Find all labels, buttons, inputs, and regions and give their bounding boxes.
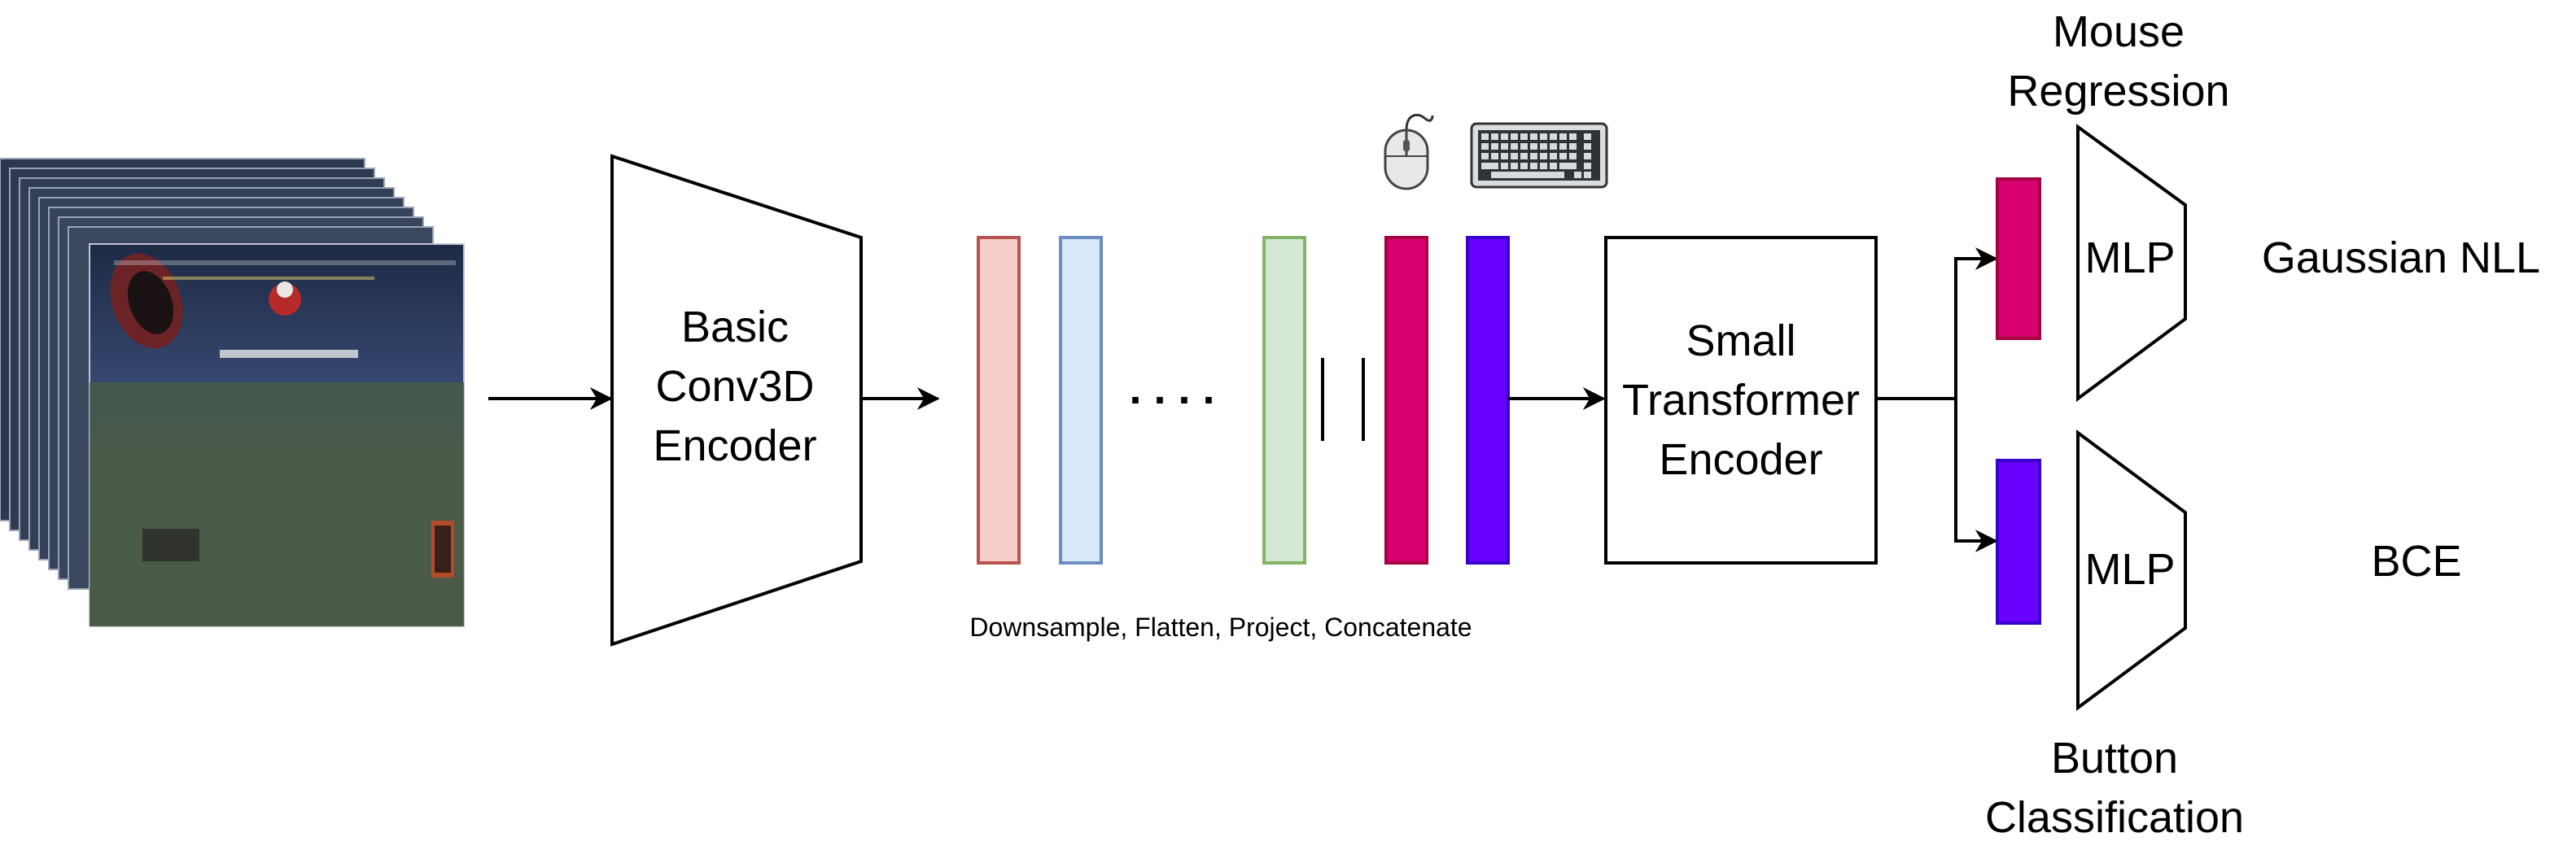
visual-token-blue (1059, 236, 1103, 565)
keyboard-token (1466, 236, 1510, 565)
mouse-icon (1384, 113, 1434, 190)
tokens-caption: Downsample, Flatten, Project, Concatenat… (969, 613, 1472, 642)
mouse-head-title-line-1: Mouse (2053, 7, 2185, 56)
encoder-label-line-1: Basic (681, 303, 789, 351)
mouse-mlp-block (2076, 124, 2187, 402)
conv3d-encoder-block (610, 154, 863, 647)
encoder-label-line-2: Conv3D (655, 362, 814, 411)
encoder-label-line-3: Encoder (653, 421, 816, 470)
mouse-head-title-line-2: Regression (2007, 67, 2229, 116)
mouse-head-token (1996, 177, 2041, 340)
visual-token-red (977, 236, 1021, 565)
button-mlp-label: MLP (2084, 545, 2175, 594)
transformer-encoder-block (1604, 236, 1878, 565)
mouse-mlp-label: MLP (2084, 233, 2175, 282)
arrow-to-button-head (1954, 399, 1998, 552)
button-head-title-line-2: Classification (1985, 793, 2244, 842)
arrow-to-mouse-head (1876, 247, 1998, 400)
keyboard-icon (1470, 122, 1608, 189)
token-ellipsis: . . . . (1129, 364, 1214, 413)
transformer-label-line-2: Transformer (1622, 376, 1860, 425)
button-loss-label: BCE (2371, 537, 2461, 586)
mouse-token (1384, 236, 1428, 565)
game-frame-front (89, 243, 465, 627)
game-frames-stack (0, 158, 465, 627)
button-head-token (1996, 459, 2041, 625)
button-head-title-line-1: Button (2051, 734, 2178, 783)
mouse-loss-label: Gaussian NLL (2262, 233, 2540, 282)
visual-token-green (1262, 236, 1306, 565)
transformer-label-line-1: Small (1686, 316, 1795, 365)
button-mlp-block (2076, 430, 2187, 711)
transformer-label-line-3: Encoder (1659, 435, 1822, 484)
